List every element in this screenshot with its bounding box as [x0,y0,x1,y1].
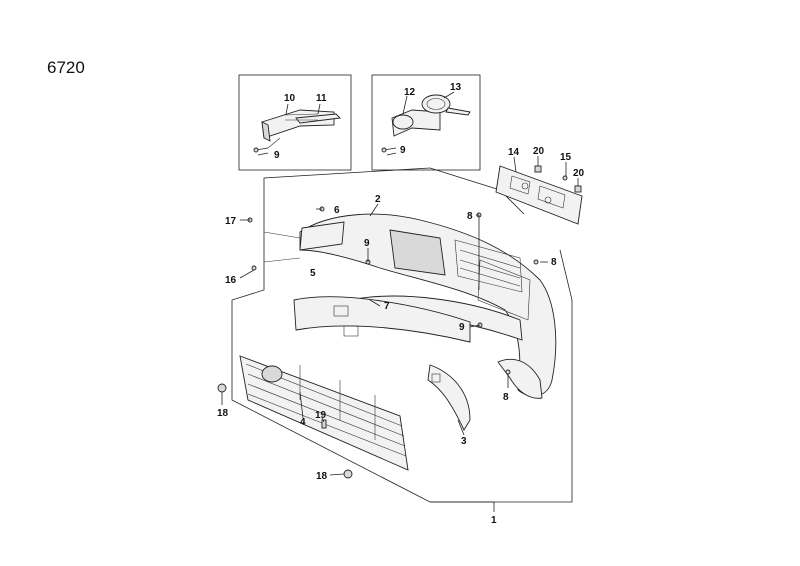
callout-18-left: 18 [217,408,229,419]
assembly-frame [231,167,573,512]
callout-4: 4 [300,417,306,428]
clip-part-19 [321,419,327,429]
screw-part-15 [562,175,568,181]
inset-box-left [238,74,352,171]
nut-part-18b [343,469,353,479]
callout-8-upper: 8 [467,211,473,222]
side-bracket-part-5 [263,221,345,263]
callout-12: 12 [404,87,416,98]
callout-20-upper: 20 [533,146,545,157]
callout-14: 14 [508,147,520,158]
clip-part-20b [574,185,582,193]
callout-2: 2 [375,194,381,205]
lamp-bezel-part-13 [421,94,451,114]
inset-box-right [371,74,481,171]
callout-8-lower: 8 [503,392,509,403]
bracket-part-11 [295,113,341,124]
callout-5: 5 [310,268,316,279]
callout-17: 17 [225,216,237,227]
screw-part-8c [505,369,511,375]
fasteners [217,206,539,479]
callout-labels: 10 11 9 12 13 9 14 20 15 20 2 6 17 8 9 8… [217,82,585,526]
license-plate-bracket [495,165,583,225]
side-reinforcement-part-3 [427,364,471,431]
callout-9-middle: 9 [364,238,370,249]
screw-part-8b [533,259,539,265]
grille-beam-part-4 [239,355,409,471]
clip-part-20a [534,165,542,173]
callout-8-right: 8 [551,257,557,268]
callout-18-bottom: 18 [316,471,328,482]
diagram-code: 6720 [47,58,85,77]
callout-9-lower: 9 [459,322,465,333]
callout-9-right-inset: 9 [400,145,406,156]
energy-absorber-part-7 [293,296,471,343]
callout-16: 16 [225,275,237,286]
callout-20-lower: 20 [573,168,585,179]
bracket-part-10 [261,109,335,139]
leader-lines [221,91,579,476]
callout-7: 7 [384,301,390,312]
nut-part-18a [217,383,227,393]
callout-10: 10 [284,93,296,104]
callout-19: 19 [315,410,327,421]
screw-part-16 [251,265,257,271]
callout-3: 3 [461,436,467,447]
callout-13: 13 [450,82,462,93]
callout-1: 1 [491,515,497,526]
callout-15: 15 [560,152,572,163]
callout-11: 11 [316,93,327,104]
callout-9-left-inset: 9 [274,150,280,161]
callout-6: 6 [334,205,340,216]
